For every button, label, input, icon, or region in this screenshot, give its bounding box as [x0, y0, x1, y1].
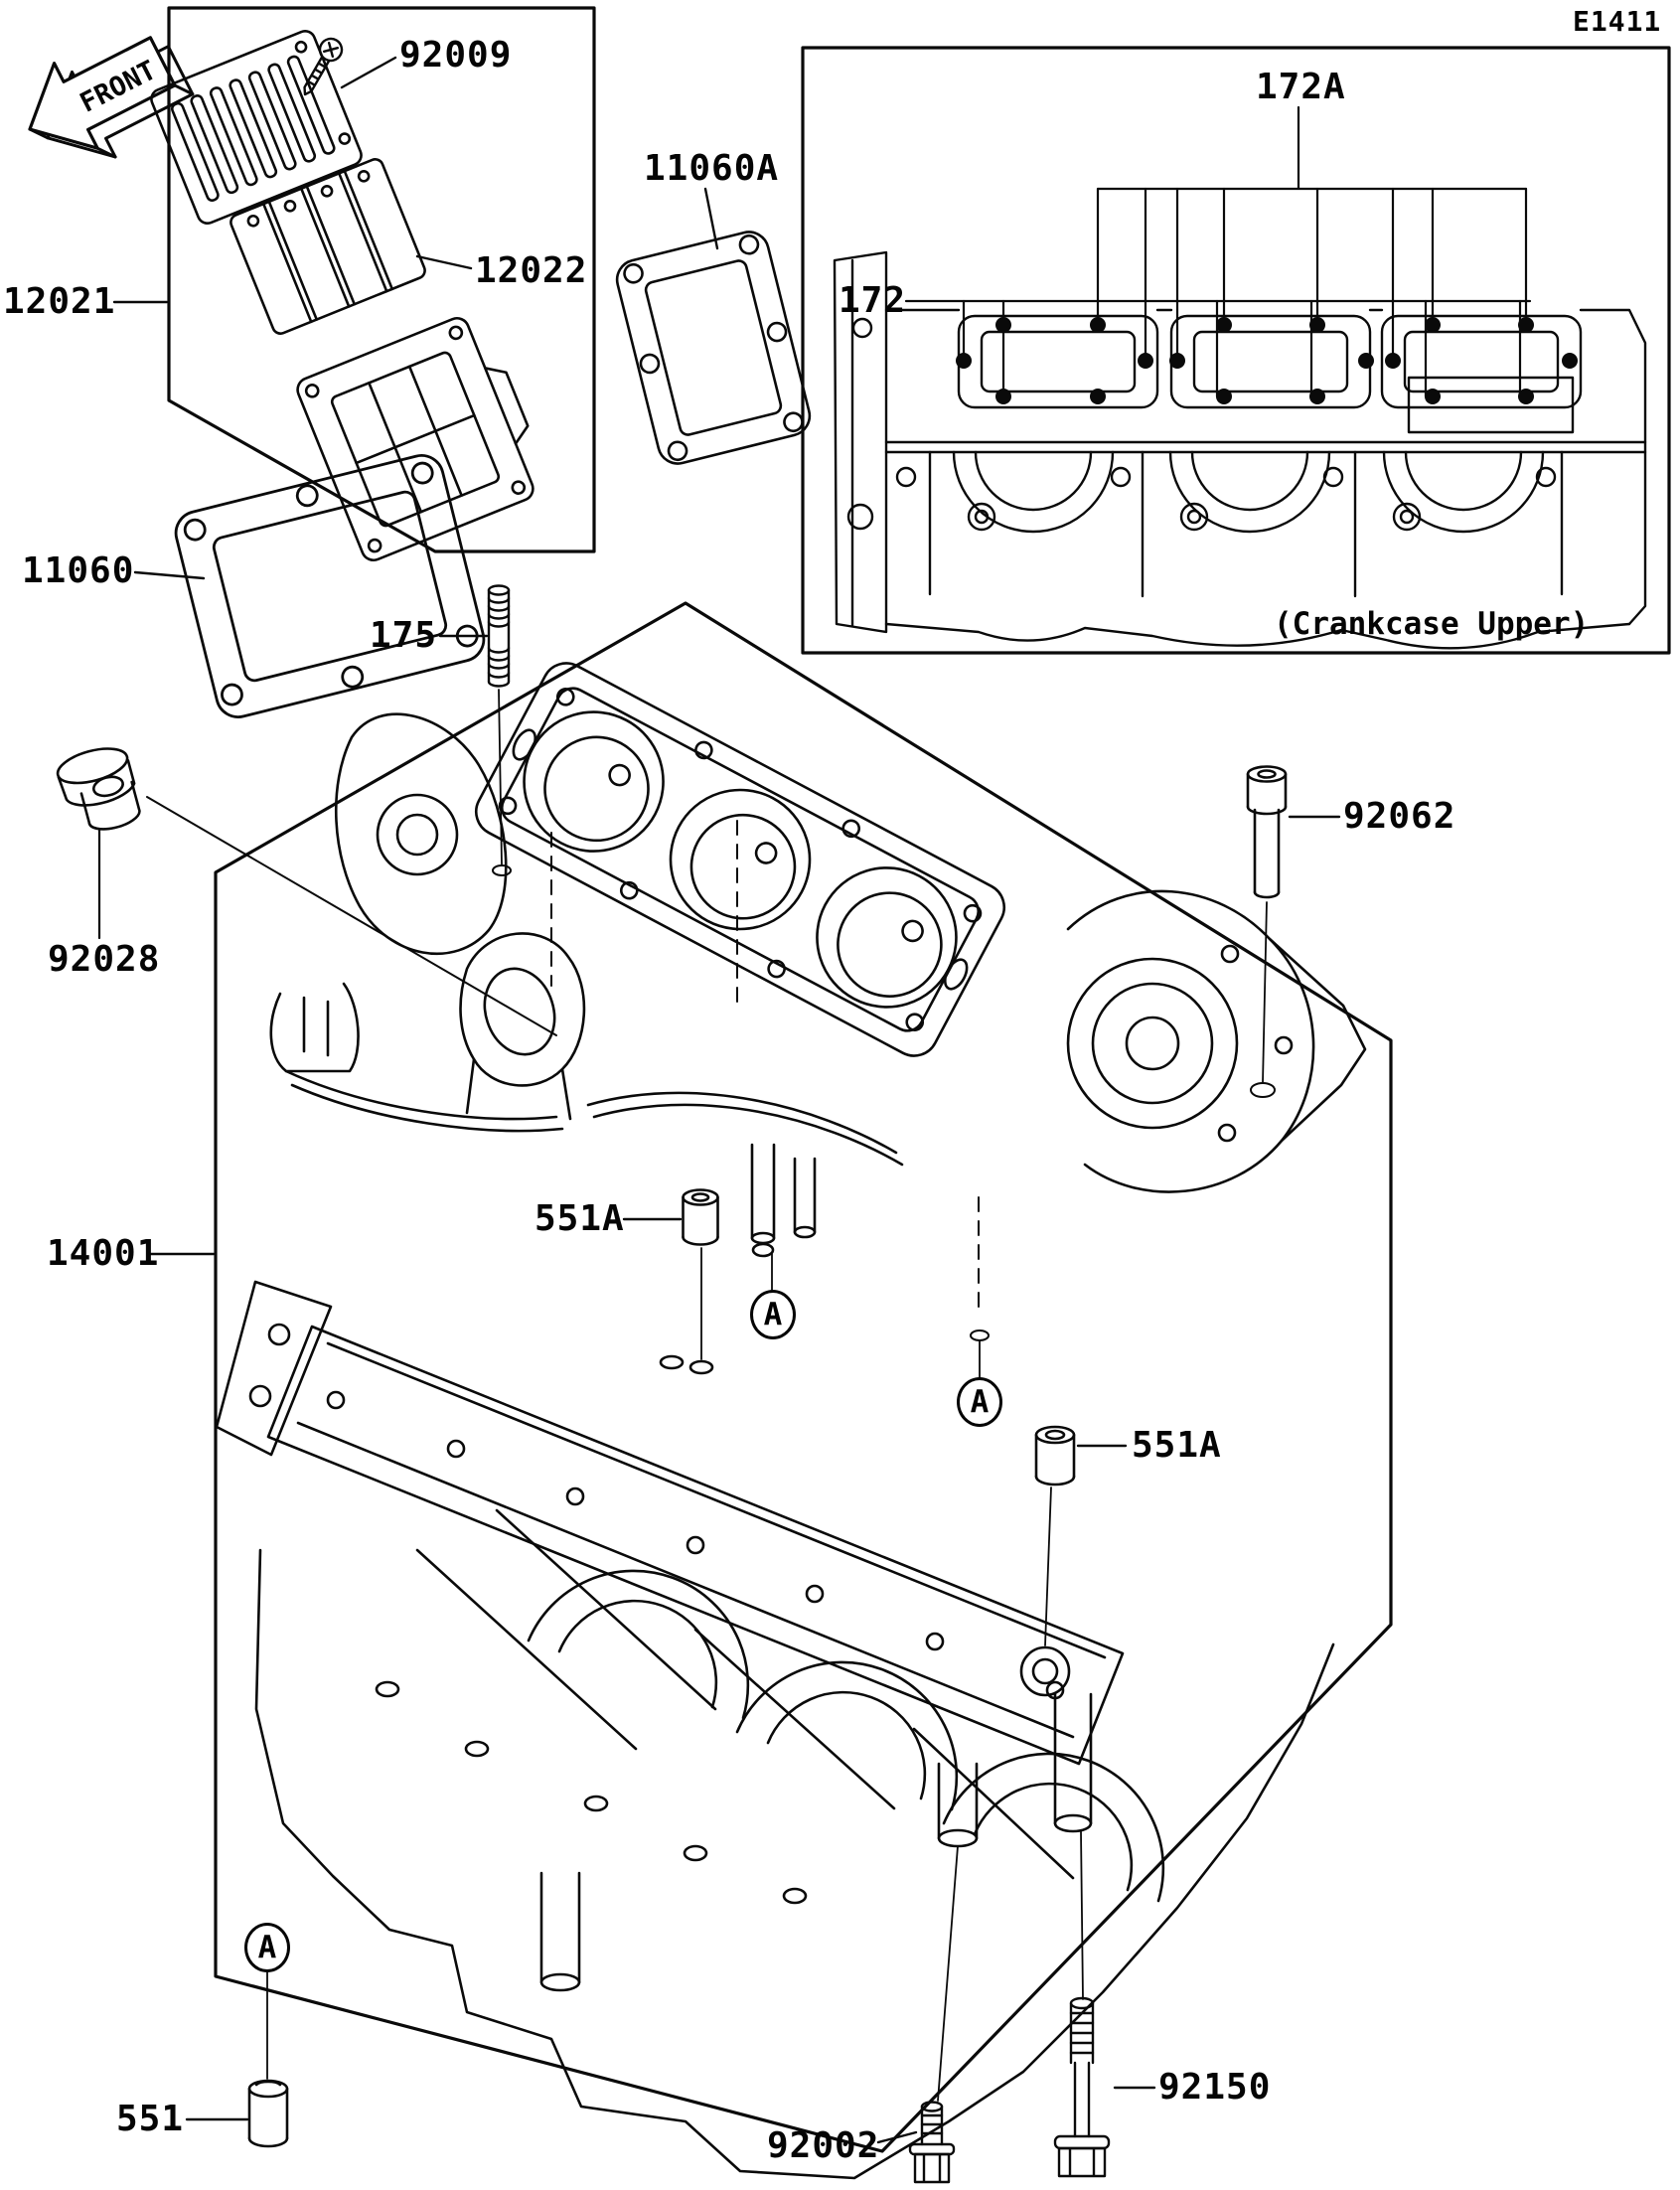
collar-551a-lower-art [1034, 1425, 1076, 1486]
collar-551a-upper-art [682, 1188, 719, 1246]
inset-box [801, 46, 1671, 655]
gasket-11060a-art [615, 231, 812, 465]
bolt-92150-art [1053, 1996, 1111, 2178]
reed-valve-box [167, 6, 596, 553]
page-code: E1411 [1573, 5, 1662, 38]
crankcase-box [214, 601, 1393, 2153]
part-label-551a-upper: 551A [535, 1198, 625, 1239]
part-label-92150: 92150 [1158, 2067, 1272, 2108]
view-marker-a1-text: A [763, 1297, 783, 1332]
bolt-92062-art [1246, 765, 1288, 899]
front-arrow-icon: FRONT [28, 36, 195, 159]
leader-12022 [415, 254, 473, 270]
part-label-92028: 92028 [48, 939, 161, 980]
pointer-92062 [1262, 901, 1268, 1084]
crankcase-lower-half-art [215, 1280, 1335, 2180]
pointer-175 [498, 689, 503, 865]
part-label-172a: 172A [1256, 67, 1346, 107]
pointer-92002 [937, 1845, 959, 2102]
part-label-92002: 92002 [767, 2125, 880, 2166]
view-marker-a3: A [244, 1923, 290, 1972]
pointer-92150 [1080, 1830, 1084, 2000]
view-marker-a2: A [957, 1377, 1002, 1427]
bolt-92002-art [908, 2101, 956, 2184]
view-marker-a3-text: A [257, 1930, 277, 1965]
part-label-11060a: 11060A [644, 148, 780, 189]
pointer-551a-lower [1044, 1486, 1052, 1646]
bolt-hole [1250, 1082, 1276, 1098]
reed-stopper-art [150, 29, 363, 226]
crankcase-upper-inset-art [833, 250, 1647, 650]
part-label-12022: 12022 [475, 250, 588, 291]
pointer-92028 [146, 796, 557, 1036]
view-marker-a1: A [750, 1290, 796, 1339]
part-label-92009: 92009 [399, 35, 513, 76]
view-marker-a2-text: A [970, 1384, 990, 1420]
stud-hole [492, 864, 512, 876]
leader-172 [904, 299, 1532, 398]
reed-plate-art [229, 158, 426, 335]
gasket-11060-art [174, 454, 486, 718]
reed-holder-art [296, 316, 535, 562]
part-label-551a-lower: 551A [1132, 1425, 1222, 1466]
part-label-551: 551 [116, 2099, 185, 2139]
part-label-12021: 12021 [3, 281, 116, 322]
collar-551-art [247, 2079, 289, 2148]
part-label-172: 172 [839, 280, 907, 321]
part-label-14001: 14001 [47, 1233, 160, 1274]
dowel-hole [970, 1330, 990, 1341]
part-label-175: 175 [370, 615, 438, 656]
bushing-92028-art [56, 747, 141, 831]
stud-175-art [487, 584, 511, 688]
screw-92009-art [303, 37, 344, 96]
leader-92002 [876, 2130, 918, 2144]
crankcase-upper-half-art [269, 662, 1367, 1313]
part-label-92062: 92062 [1343, 796, 1456, 837]
leader-11060a [703, 187, 719, 250]
leader-92009 [340, 56, 397, 89]
leader-172a [1096, 105, 1528, 363]
part-label-11060: 11060 [22, 550, 135, 591]
leader-11060 [133, 570, 206, 580]
inset-caption: (Crankcase Upper) [1274, 606, 1590, 642]
